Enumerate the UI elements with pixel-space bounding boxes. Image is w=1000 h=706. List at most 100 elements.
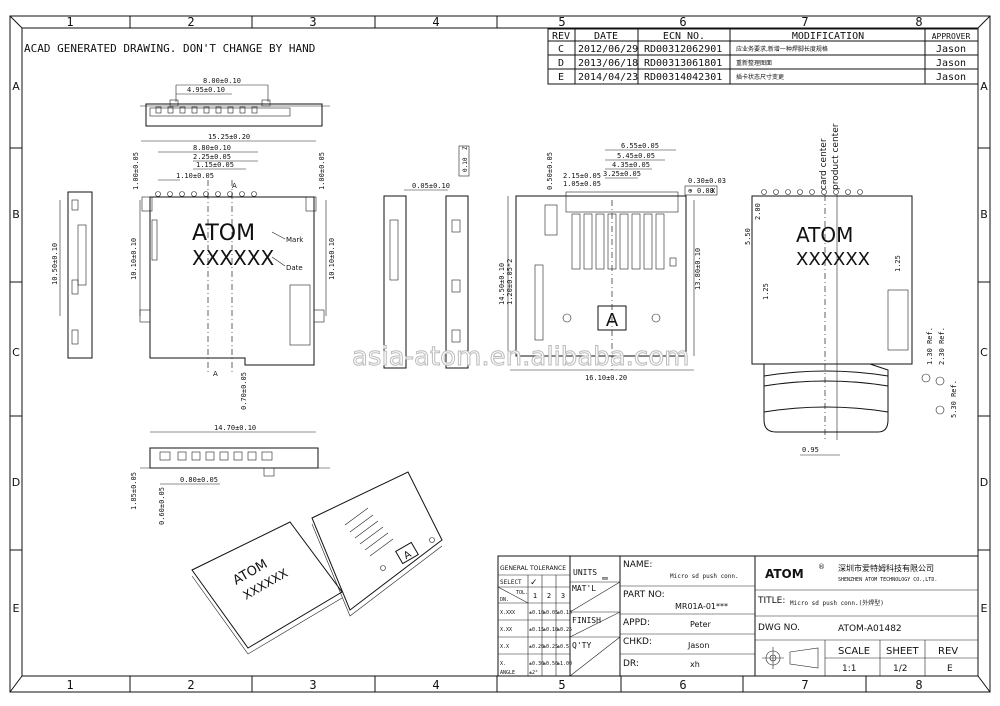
- svg-text:C: C: [980, 346, 988, 359]
- svg-text:1.15±0.05: 1.15±0.05: [196, 161, 234, 169]
- svg-text:重新整理图面: 重新整理图面: [736, 59, 772, 67]
- svg-text:RD00313061801: RD00313061801: [644, 58, 722, 69]
- svg-text:0.08: 0.08: [697, 187, 714, 195]
- svg-text:0.05±0.10: 0.05±0.10: [412, 182, 450, 190]
- svg-text:APPROVER: APPROVER: [932, 32, 971, 41]
- svg-text:0.80±0.05: 0.80±0.05: [180, 476, 218, 484]
- svg-text:X: X: [711, 187, 716, 195]
- left-side-view: 10.50±0.10: [51, 191, 93, 359]
- svg-text:4: 4: [432, 15, 439, 29]
- svg-text:UNITS: UNITS: [573, 568, 597, 577]
- svg-text:10.10±0.10: 10.10±0.10: [130, 238, 138, 280]
- svg-text:1.05±0.05: 1.05±0.05: [563, 180, 601, 188]
- svg-text:插卡状态尺寸变更: 插卡状态尺寸变更: [736, 73, 784, 81]
- date-code: XXXXXX: [192, 246, 275, 270]
- svg-text:⊕: ⊕: [688, 187, 693, 195]
- svg-text:D: D: [980, 476, 988, 489]
- svg-text:NAME:: NAME:: [623, 560, 652, 570]
- svg-text:14.70±0.10: 14.70±0.10: [214, 424, 256, 432]
- svg-text:±0.05: ±0.05: [543, 610, 558, 616]
- svg-text:Jason: Jason: [936, 44, 966, 55]
- svg-text:0.30±0.03: 0.30±0.03: [688, 177, 726, 185]
- svg-text:Peter: Peter: [690, 620, 712, 629]
- svg-text:5.50: 5.50: [744, 228, 752, 245]
- svg-text:DN.: DN.: [500, 597, 509, 603]
- svg-text:4.95±0.10: 4.95±0.10: [187, 86, 225, 94]
- svg-text:A: A: [232, 182, 237, 190]
- svg-text:7: 7: [801, 15, 808, 29]
- svg-text:X.XX: X.XX: [500, 627, 512, 633]
- svg-text:5.45±0.05: 5.45±0.05: [617, 152, 655, 160]
- svg-text:0.50±0.05: 0.50±0.05: [546, 152, 554, 190]
- svg-text:2012/06/29: 2012/06/29: [578, 44, 638, 55]
- svg-text:xh: xh: [690, 660, 700, 669]
- top-view: 8.00±0.10 4.95±0.10: [140, 77, 330, 127]
- side-view: 0.05±0.10 0.10 Z: [383, 145, 470, 369]
- svg-text:E: E: [558, 72, 564, 83]
- svg-text:8.00±0.10: 8.00±0.10: [203, 77, 241, 85]
- svg-text:1: 1: [66, 678, 73, 692]
- svg-text:D: D: [12, 476, 20, 489]
- svg-text:E: E: [13, 602, 20, 615]
- svg-text:±0.25: ±0.25: [557, 627, 572, 633]
- svg-text:2.15±0.05: 2.15±0.05: [563, 172, 601, 180]
- revision-row: E 2014/04/23 RD00314042301 插卡状态尺寸变更 Jaso…: [558, 72, 966, 83]
- svg-text:1:1: 1:1: [842, 664, 856, 674]
- svg-text:D: D: [558, 58, 564, 69]
- tolerance-row: X.X ±0.20 ±0.25 ±0.5: [500, 644, 569, 650]
- tolerance-row: X.XX ±0.15 ±0.10 ±0.25: [500, 627, 572, 633]
- svg-text:Micro sd push conn.(外焊型): Micro sd push conn.(外焊型): [790, 599, 884, 607]
- svg-text:6.55±0.05: 6.55±0.05: [621, 142, 659, 150]
- svg-text:APPD:: APPD:: [623, 618, 650, 628]
- svg-text:FINISH: FINISH: [572, 616, 601, 625]
- svg-text:8: 8: [915, 678, 922, 692]
- svg-text:1.00±0.05: 1.00±0.05: [318, 152, 326, 190]
- svg-text:TITLE:: TITLE:: [757, 596, 785, 606]
- svg-text:C: C: [12, 346, 20, 359]
- svg-text:±0.10: ±0.10: [543, 627, 558, 633]
- svg-text:1.20±0.05*2: 1.20±0.05*2: [506, 259, 514, 305]
- svg-text:ANGLE: ANGLE: [500, 670, 515, 676]
- svg-text:1.85±0.05: 1.85±0.05: [130, 472, 138, 510]
- svg-text:8: 8: [915, 15, 922, 29]
- tolerance-row: X.XXX ±0.10 ±0.05 ±0.15: [500, 610, 572, 616]
- svg-text:XXXXXX: XXXXXX: [796, 249, 870, 270]
- svg-text:A: A: [213, 370, 218, 378]
- watermark: asia-atom.en.alibaba.com: [352, 342, 689, 372]
- svg-text:6: 6: [679, 678, 686, 692]
- svg-text:X.XXX: X.XXX: [500, 610, 515, 616]
- svg-text:ECN NO.: ECN NO.: [663, 31, 705, 42]
- card-view: card center product center ATOM XXXXXX 2…: [744, 123, 958, 456]
- svg-text:Z: Z: [462, 146, 469, 150]
- svg-text:0.95: 0.95: [802, 446, 819, 454]
- svg-text:10.50±0.10: 10.50±0.10: [51, 243, 59, 285]
- svg-text:±0.30: ±0.30: [529, 661, 544, 667]
- svg-text:7: 7: [801, 678, 808, 692]
- column-labels-top: 1 2 3 4 5 6 7 8: [66, 15, 922, 29]
- svg-text:RD00314042301: RD00314042301: [644, 72, 722, 83]
- svg-text:CHKD:: CHKD:: [623, 637, 652, 647]
- svg-text:✓: ✓: [530, 578, 538, 588]
- svg-text:3: 3: [561, 592, 565, 600]
- svg-text:±0.15: ±0.15: [529, 627, 544, 633]
- svg-text:Jason: Jason: [687, 641, 709, 650]
- svg-text:8.80±0.10: 8.80±0.10: [193, 144, 231, 152]
- svg-text:REV: REV: [938, 646, 958, 657]
- svg-text:A: A: [402, 549, 414, 562]
- svg-text:2: 2: [547, 592, 551, 600]
- svg-text:1: 1: [533, 592, 537, 600]
- svg-text:0.10: 0.10: [462, 157, 469, 172]
- profile-view: 14.70±0.10 0.80±0.05 1.85±0.05 0.60±0.05: [130, 424, 330, 525]
- svg-text:5: 5: [558, 678, 565, 692]
- svg-text:MR01A-01***: MR01A-01***: [675, 602, 728, 611]
- acad-note: ACAD GENERATED DRAWING. DON'T CHANGE BY …: [24, 42, 315, 55]
- atom-mark: ATOM: [192, 221, 255, 246]
- svg-text:MODIFICATION: MODIFICATION: [792, 31, 864, 42]
- svg-text:Q'TY: Q'TY: [572, 641, 591, 650]
- svg-text:3.25±0.05: 3.25±0.05: [603, 170, 641, 178]
- front-view: 15.25±0.20 8.80±0.10 2.25±0.05 1.15±0.05…: [130, 133, 336, 410]
- svg-text:±2°: ±2°: [529, 670, 538, 676]
- revision-row: C 2012/06/29 RD00312062901 应业务要求,新增一种焊脚长…: [558, 44, 966, 55]
- svg-text:X.X: X.X: [500, 644, 509, 650]
- svg-text:2014/04/23: 2014/04/23: [578, 72, 638, 83]
